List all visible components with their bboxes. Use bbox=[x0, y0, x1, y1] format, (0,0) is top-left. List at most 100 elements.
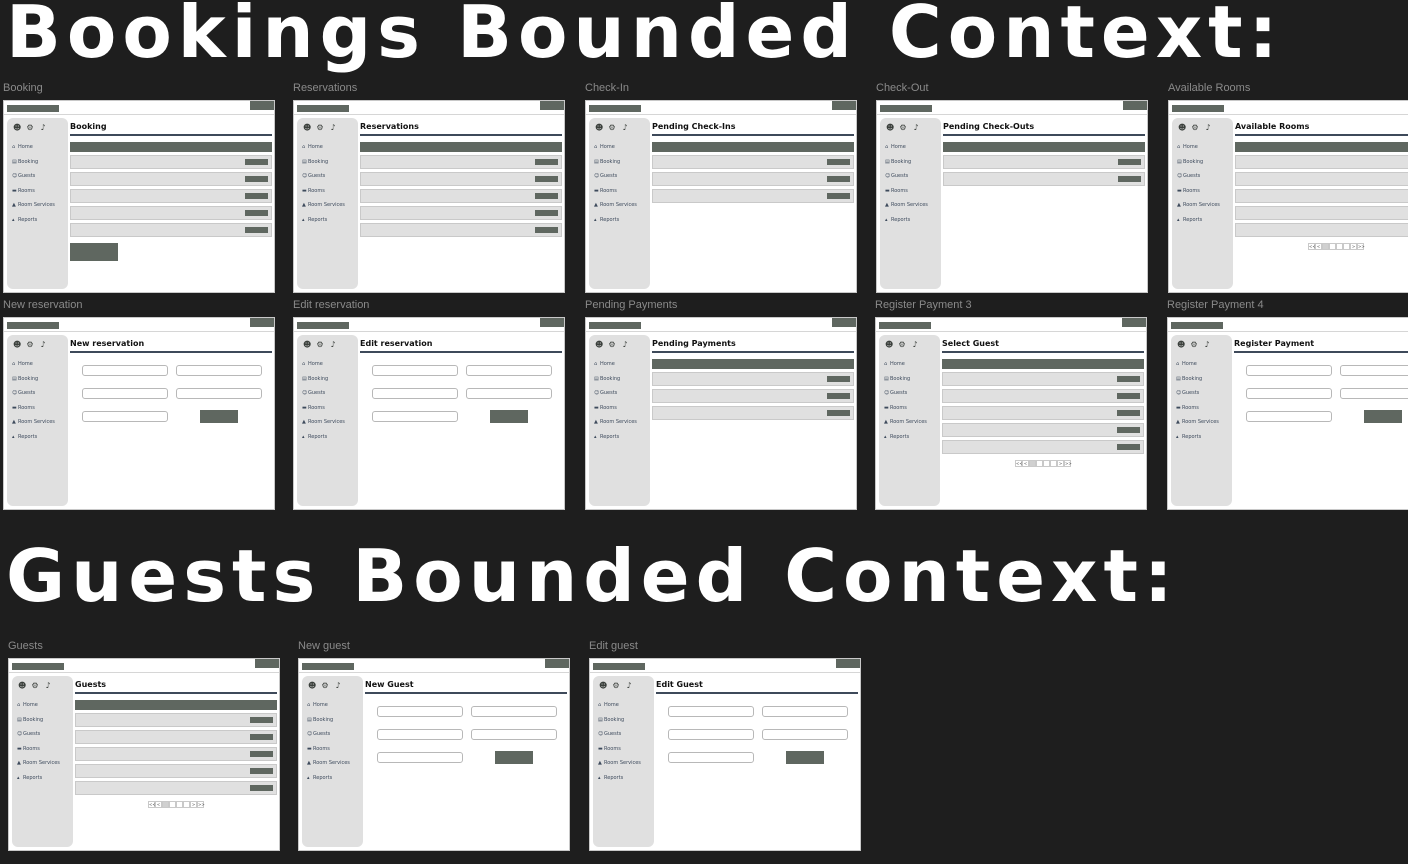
sidebar-item-room-services[interactable]: ▲Room Services bbox=[1177, 203, 1220, 218]
sidebar-item-home[interactable]: ⌂Home bbox=[12, 145, 55, 160]
gear-icon[interactable]: ⚙ bbox=[898, 340, 906, 349]
form-input[interactable] bbox=[377, 729, 463, 740]
row-action-button[interactable] bbox=[827, 159, 850, 165]
row-action-button[interactable] bbox=[535, 227, 558, 233]
wireframe-frame[interactable]: ☻⚙♪⌂Home▤Booking☺Guests▬Rooms▲Room Servi… bbox=[1168, 100, 1408, 293]
last-page-button[interactable]: >> bbox=[1064, 460, 1072, 467]
form-input[interactable] bbox=[1246, 411, 1332, 422]
sidebar-item-room-services[interactable]: ▲Room Services bbox=[598, 761, 641, 776]
sidebar-item-home[interactable]: ⌂Home bbox=[884, 362, 927, 377]
table-row[interactable] bbox=[652, 172, 854, 186]
sidebar-item-rooms[interactable]: ▬Rooms bbox=[17, 746, 60, 762]
sidebar-item-reports[interactable]: ▴Reports bbox=[598, 775, 641, 791]
row-action-button[interactable] bbox=[535, 176, 558, 182]
sidebar-item-rooms[interactable]: ▬Rooms bbox=[1177, 188, 1220, 204]
user-icon[interactable]: ☻ bbox=[308, 681, 317, 690]
user-icon[interactable]: ☻ bbox=[303, 340, 312, 349]
last-page-button[interactable]: >> bbox=[197, 801, 205, 808]
sidebar-item-guests[interactable]: ☺Guests bbox=[594, 391, 637, 406]
row-action-button[interactable] bbox=[535, 159, 558, 165]
submit-button[interactable] bbox=[490, 410, 528, 423]
wireframe-frame[interactable]: ☻⚙♪⌂Home▤Booking☺Guests▬Rooms▲Room Servi… bbox=[8, 658, 280, 851]
row-action-button[interactable] bbox=[535, 193, 558, 199]
bell-icon[interactable]: ♪ bbox=[913, 123, 919, 132]
table-row[interactable] bbox=[360, 155, 562, 169]
user-icon[interactable]: ☻ bbox=[1178, 123, 1187, 132]
user-icon[interactable]: ☻ bbox=[13, 123, 22, 132]
row-action-button[interactable] bbox=[1117, 376, 1140, 382]
bell-icon[interactable]: ♪ bbox=[330, 340, 336, 349]
sidebar-item-home[interactable]: ⌂Home bbox=[307, 703, 350, 718]
bell-icon[interactable]: ♪ bbox=[622, 340, 628, 349]
sidebar-item-home[interactable]: ⌂Home bbox=[594, 362, 637, 377]
prev-page-button[interactable]: < bbox=[1022, 460, 1029, 467]
row-action-button[interactable] bbox=[1117, 444, 1140, 450]
form-input[interactable] bbox=[762, 729, 848, 740]
sidebar-item-room-services[interactable]: ▲Room Services bbox=[594, 420, 637, 435]
sidebar-item-rooms[interactable]: ▬Rooms bbox=[307, 746, 350, 762]
form-input[interactable] bbox=[1340, 365, 1408, 376]
sidebar-item-reports[interactable]: ▴Reports bbox=[1177, 217, 1220, 233]
next-page-button[interactable]: > bbox=[1057, 460, 1064, 467]
sidebar-item-rooms[interactable]: ▬Rooms bbox=[12, 188, 55, 204]
form-input[interactable] bbox=[372, 411, 458, 422]
sidebar-item-reports[interactable]: ▴Reports bbox=[885, 217, 928, 233]
table-row[interactable] bbox=[75, 713, 277, 727]
topbar-button[interactable] bbox=[1123, 101, 1147, 110]
wireframe-frame[interactable]: ☻⚙♪⌂Home▤Booking☺Guests▬Rooms▲Room Servi… bbox=[876, 100, 1148, 293]
wireframe-frame[interactable]: ☻⚙♪⌂Home▤Booking☺Guests▬Rooms▲Room Servi… bbox=[585, 317, 857, 510]
sidebar-item-booking[interactable]: ▤Booking bbox=[594, 159, 637, 175]
form-input[interactable] bbox=[372, 388, 458, 399]
sidebar-item-rooms[interactable]: ▬Rooms bbox=[594, 405, 637, 421]
first-page-button[interactable]: << bbox=[148, 801, 156, 808]
sidebar-item-booking[interactable]: ▤Booking bbox=[302, 376, 345, 392]
table-row[interactable] bbox=[652, 406, 854, 420]
sidebar-item-room-services[interactable]: ▲Room Services bbox=[1176, 420, 1219, 435]
form-input[interactable] bbox=[82, 411, 168, 422]
page-number-button[interactable] bbox=[162, 801, 169, 808]
table-row[interactable] bbox=[70, 189, 272, 203]
form-input[interactable] bbox=[372, 365, 458, 376]
topbar-button[interactable] bbox=[255, 659, 279, 668]
sidebar-item-rooms[interactable]: ▬Rooms bbox=[302, 188, 345, 204]
primary-action-button[interactable] bbox=[70, 243, 118, 261]
sidebar-item-rooms[interactable]: ▬Rooms bbox=[594, 188, 637, 204]
sidebar-item-room-services[interactable]: ▲Room Services bbox=[594, 203, 637, 218]
first-page-button[interactable]: << bbox=[1015, 460, 1023, 467]
row-action-button[interactable] bbox=[245, 159, 268, 165]
row-action-button[interactable] bbox=[250, 768, 273, 774]
user-icon[interactable]: ☻ bbox=[1177, 340, 1186, 349]
page-number-button[interactable] bbox=[1343, 243, 1350, 250]
form-input[interactable] bbox=[668, 752, 754, 763]
row-action-button[interactable] bbox=[1117, 410, 1140, 416]
form-input[interactable] bbox=[1246, 388, 1332, 399]
form-input[interactable] bbox=[471, 706, 557, 717]
wireframe-frame[interactable]: ☻⚙♪⌂Home▤Booking☺Guests▬Rooms▲Room Servi… bbox=[293, 100, 565, 293]
row-action-button[interactable] bbox=[250, 785, 273, 791]
sidebar-item-home[interactable]: ⌂Home bbox=[594, 145, 637, 160]
table-row[interactable] bbox=[75, 747, 277, 761]
sidebar-item-rooms[interactable]: ▬Rooms bbox=[1176, 405, 1219, 421]
table-row[interactable] bbox=[942, 406, 1144, 420]
topbar-button[interactable] bbox=[1122, 318, 1146, 327]
bell-icon[interactable]: ♪ bbox=[912, 340, 918, 349]
sidebar-item-rooms[interactable]: ▬Rooms bbox=[12, 405, 55, 421]
topbar-button[interactable] bbox=[540, 318, 564, 327]
next-page-button[interactable]: > bbox=[190, 801, 197, 808]
sidebar-item-home[interactable]: ⌂Home bbox=[598, 703, 641, 718]
user-icon[interactable]: ☻ bbox=[886, 123, 895, 132]
table-row[interactable] bbox=[360, 223, 562, 237]
form-input[interactable] bbox=[82, 365, 168, 376]
form-input[interactable] bbox=[466, 365, 552, 376]
sidebar-item-reports[interactable]: ▴Reports bbox=[884, 434, 927, 450]
sidebar-item-rooms[interactable]: ▬Rooms bbox=[302, 405, 345, 421]
sidebar-item-booking[interactable]: ▤Booking bbox=[12, 376, 55, 392]
table-row[interactable] bbox=[942, 423, 1144, 437]
page-number-button[interactable] bbox=[1029, 460, 1036, 467]
table-row[interactable] bbox=[1235, 172, 1408, 186]
wireframe-frame[interactable]: ☻⚙♪⌂Home▤Booking☺Guests▬Rooms▲Room Servi… bbox=[1167, 317, 1408, 510]
user-icon[interactable]: ☻ bbox=[303, 123, 312, 132]
row-action-button[interactable] bbox=[250, 751, 273, 757]
bell-icon[interactable]: ♪ bbox=[626, 681, 632, 690]
table-row[interactable] bbox=[942, 372, 1144, 386]
